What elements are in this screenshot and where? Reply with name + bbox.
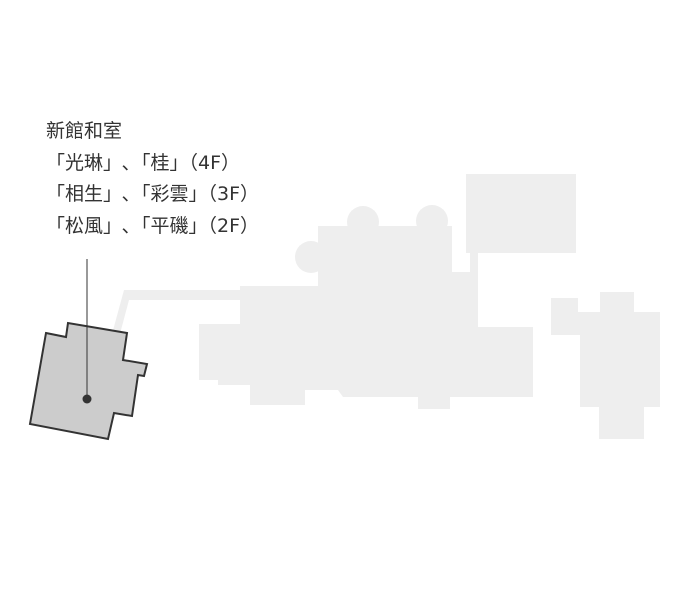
building-caption: 新館和室 「光琳」､「桂」（4F） 「相生」､「彩雲」（3F） 「松風」､「平磯… [46, 116, 259, 242]
dome-side [295, 241, 327, 273]
caption-line-2f: 「松風」､「平磯」（2F） [46, 214, 260, 237]
caption-line-4f: 「光琳」､「桂」（4F） [46, 151, 241, 174]
dome-left [347, 206, 379, 238]
caption-title: 新館和室 [46, 120, 123, 142]
highlighted-building [28, 321, 149, 441]
connecting-corridor [109, 290, 240, 345]
main-building [199, 226, 533, 409]
caption-line-3f: 「相生」､「彩雲」（3F） [46, 183, 260, 205]
location-marker [82, 394, 92, 404]
other-buildings [109, 174, 660, 439]
dome-right [416, 205, 448, 237]
right-block [551, 292, 660, 439]
upper-right-block [466, 174, 576, 253]
